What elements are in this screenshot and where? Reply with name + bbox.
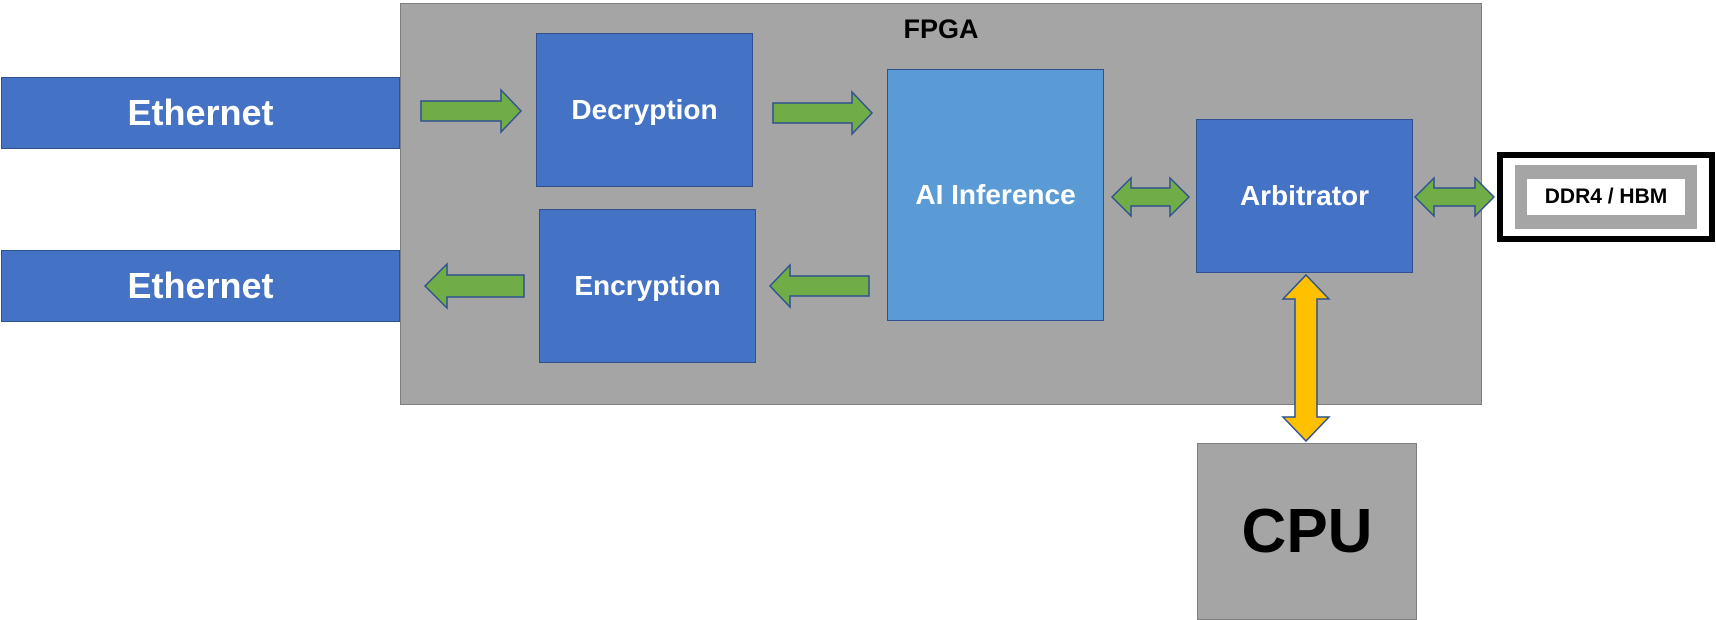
memory-block: DDR4 / HBM xyxy=(1497,152,1715,242)
encryption-block: Encryption xyxy=(539,209,756,363)
arrow-bidirectional-arbitrator-memory xyxy=(1413,176,1496,218)
arbitrator-label: Arbitrator xyxy=(1239,180,1370,211)
arrow-right-decryption-to-ai xyxy=(772,90,874,136)
cpu-block: CPU xyxy=(1197,443,1417,620)
arrow-right-ethernet-to-decryption xyxy=(420,88,523,134)
encryption-label: Encryption xyxy=(574,270,721,301)
arbitrator-block: Arbitrator xyxy=(1196,119,1413,273)
arrow-bidirectional-ai-arbitrator xyxy=(1110,176,1191,218)
ethernet-out-label: Ethernet xyxy=(127,265,274,306)
memory-label: DDR4 / HBM xyxy=(1527,179,1685,215)
arrow-bidirectional-arbitrator-cpu xyxy=(1281,273,1331,443)
arrow-left-encryption-to-ethernet xyxy=(423,262,525,310)
decryption-label: Decryption xyxy=(571,94,718,125)
ai-inference-block: AI Inference xyxy=(887,69,1104,321)
fpga-label: FPGA xyxy=(903,14,979,44)
ethernet-out-block: Ethernet xyxy=(1,250,400,322)
cpu-label: CPU xyxy=(1241,497,1373,566)
ethernet-in-block: Ethernet xyxy=(1,77,400,149)
arrow-left-ai-to-encryption xyxy=(768,263,870,309)
ethernet-in-label: Ethernet xyxy=(127,92,274,133)
ai-inference-label: AI Inference xyxy=(915,179,1076,210)
decryption-block: Decryption xyxy=(536,33,753,187)
